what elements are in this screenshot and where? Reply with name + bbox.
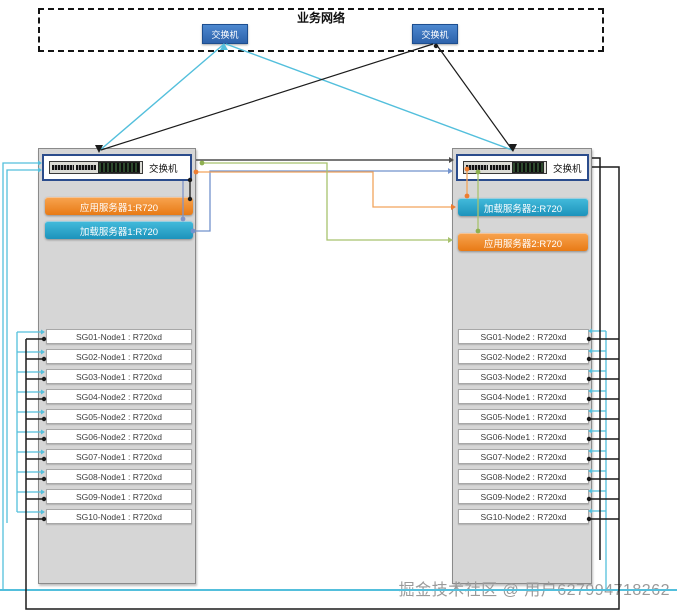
- port-block-icon: [466, 165, 488, 170]
- node-box[interactable]: SG09-Node1 : R720xd: [46, 489, 192, 504]
- node-box[interactable]: SG06-Node2 : R720xd: [46, 429, 192, 444]
- node-box[interactable]: SG05-Node1 : R720xd: [458, 409, 589, 424]
- port-block-icon: [490, 165, 510, 170]
- node-box[interactable]: SG08-Node1 : R720xd: [46, 469, 192, 484]
- node-box[interactable]: SG02-Node2 : R720xd: [458, 349, 589, 364]
- node-box[interactable]: SG01-Node2 : R720xd: [458, 329, 589, 344]
- rack-right-switch[interactable]: 交换机: [456, 154, 589, 181]
- node-box[interactable]: SG08-Node2 : R720xd: [458, 469, 589, 484]
- app-server-2[interactable]: 应用服务器2:R720: [458, 233, 588, 251]
- node-box[interactable]: SG10-Node1 : R720xd: [46, 509, 192, 524]
- watermark: 掘金技术社区 @ 用户627994718262: [398, 582, 670, 599]
- load-server-1[interactable]: 加载服务器1:R720: [45, 221, 193, 239]
- node-box[interactable]: SG09-Node2 : R720xd: [458, 489, 589, 504]
- load-server-2[interactable]: 加载服务器2:R720: [458, 198, 588, 216]
- node-box[interactable]: SG10-Node2 : R720xd: [458, 509, 589, 524]
- rack-switch-label: 交换机: [149, 163, 178, 175]
- business-network-title: 业务网络: [296, 11, 345, 25]
- port-block-icon: [76, 165, 96, 170]
- port-block-icon: [52, 165, 74, 170]
- node-box[interactable]: SG02-Node1 : R720xd: [46, 349, 192, 364]
- node-box[interactable]: SG04-Node2 : R720xd: [46, 389, 192, 404]
- node-box[interactable]: SG07-Node1 : R720xd: [46, 449, 192, 464]
- node-box[interactable]: SG06-Node1 : R720xd: [458, 429, 589, 444]
- rack-left-switch[interactable]: 交换机: [42, 154, 192, 181]
- switch-device-icon: [49, 161, 143, 174]
- node-box[interactable]: SG03-Node2 : R720xd: [458, 369, 589, 384]
- node-box[interactable]: SG01-Node1 : R720xd: [46, 329, 192, 344]
- switch-device-icon: [463, 161, 547, 174]
- core-switch-left[interactable]: 交换机: [202, 24, 248, 44]
- node-box[interactable]: SG03-Node1 : R720xd: [46, 369, 192, 384]
- rack-left: 交换机 应用服务器1:R720 加载服务器1:R720 SG01-Node1 :…: [38, 148, 196, 584]
- app-server-1[interactable]: 应用服务器1:R720: [45, 197, 193, 215]
- node-box[interactable]: SG05-Node2 : R720xd: [46, 409, 192, 424]
- rack-switch-label: 交换机: [553, 163, 582, 175]
- port-slots-icon: [512, 162, 544, 173]
- port-slots-icon: [98, 162, 140, 173]
- rack-right: 交换机 加载服务器2:R720 应用服务器2:R720 SG01-Node2 :…: [452, 148, 592, 584]
- core-switch-right[interactable]: 交换机: [412, 24, 458, 44]
- node-box[interactable]: SG07-Node2 : R720xd: [458, 449, 589, 464]
- node-box[interactable]: SG04-Node1 : R720xd: [458, 389, 589, 404]
